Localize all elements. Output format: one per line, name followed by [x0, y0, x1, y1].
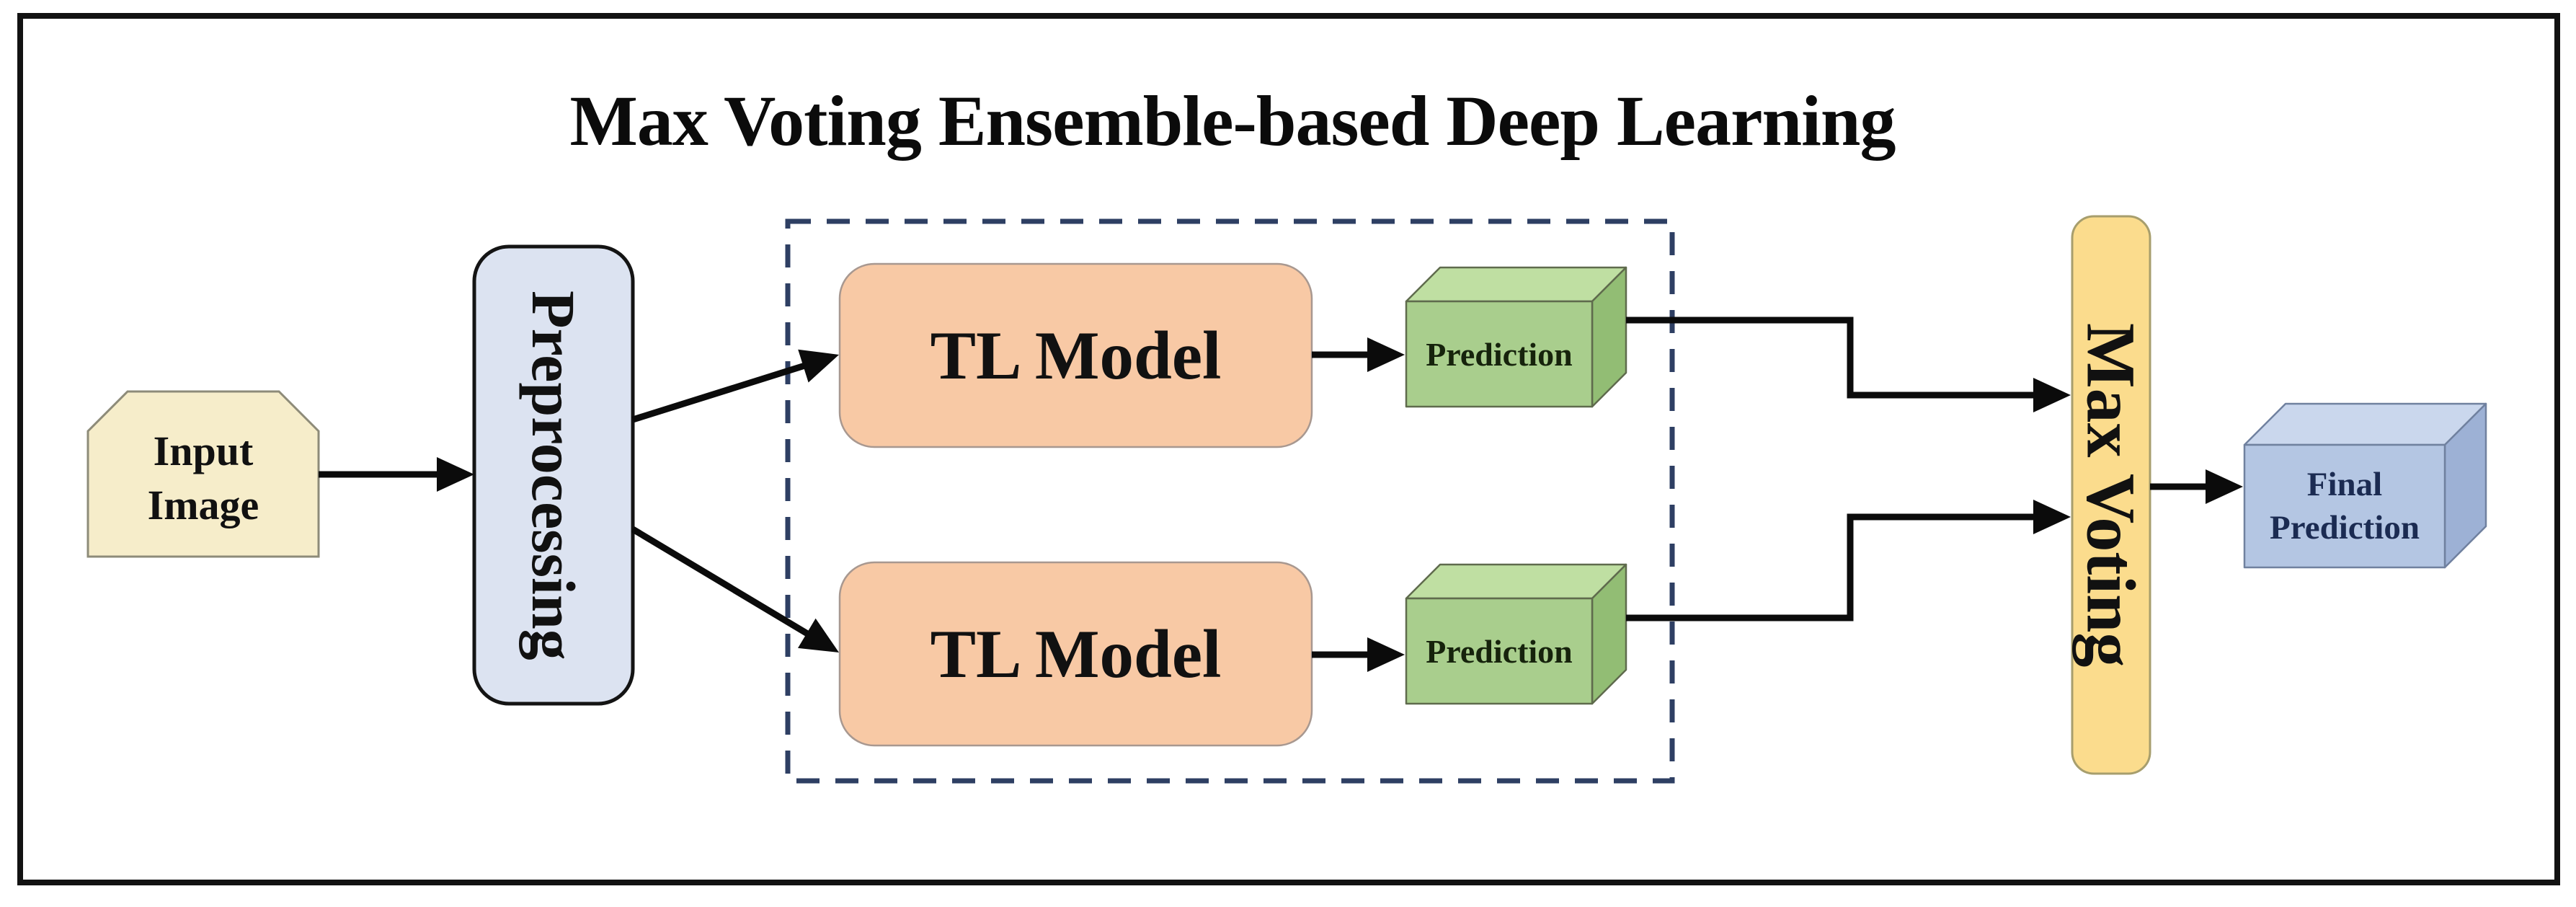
final-prediction-cube-front: [2243, 443, 2446, 569]
connector-prediction2-to-maxvoting: [1626, 513, 2035, 621]
arrowhead-maxvoting-bottom: [2033, 500, 2071, 534]
arrowheads: [437, 337, 2243, 672]
arrowhead-tl2: [798, 618, 839, 652]
prediction-1-cube: [1405, 266, 1627, 408]
connector-prediction1-to-maxvoting: [1626, 317, 2035, 399]
max-voting-node: [2071, 215, 2151, 775]
arrow-preprocessing-to-tl1: [631, 361, 809, 423]
arrowhead-tl1: [798, 349, 839, 383]
tl-model-1-node: [838, 262, 1313, 448]
arrowhead-final: [2206, 469, 2243, 504]
arrowhead-prediction2: [1367, 637, 1405, 672]
arrowhead-prediction1: [1367, 337, 1405, 372]
tl-model-2-node: [838, 561, 1313, 747]
final-prediction-cube-top: [2243, 402, 2487, 446]
prediction-1-cube-top: [1405, 266, 1627, 303]
figure-outer-border: [17, 13, 2560, 885]
prediction-2-cube-front: [1405, 597, 1594, 705]
final-prediction-cube: [2243, 402, 2487, 569]
arrowhead-maxvoting-top: [2033, 378, 2071, 412]
ensemble-dashed-container: [785, 218, 1675, 784]
arrowhead-input: [437, 457, 474, 492]
prediction-2-cube-top: [1405, 563, 1627, 600]
prediction-1-cube-front: [1405, 300, 1594, 408]
preprocessing-node: [472, 244, 635, 706]
arrow-preprocessing-to-tl2: [631, 526, 811, 637]
prediction-2-cube: [1405, 563, 1627, 705]
connector-arrows: [319, 317, 2208, 658]
input-image-node: [86, 390, 320, 558]
